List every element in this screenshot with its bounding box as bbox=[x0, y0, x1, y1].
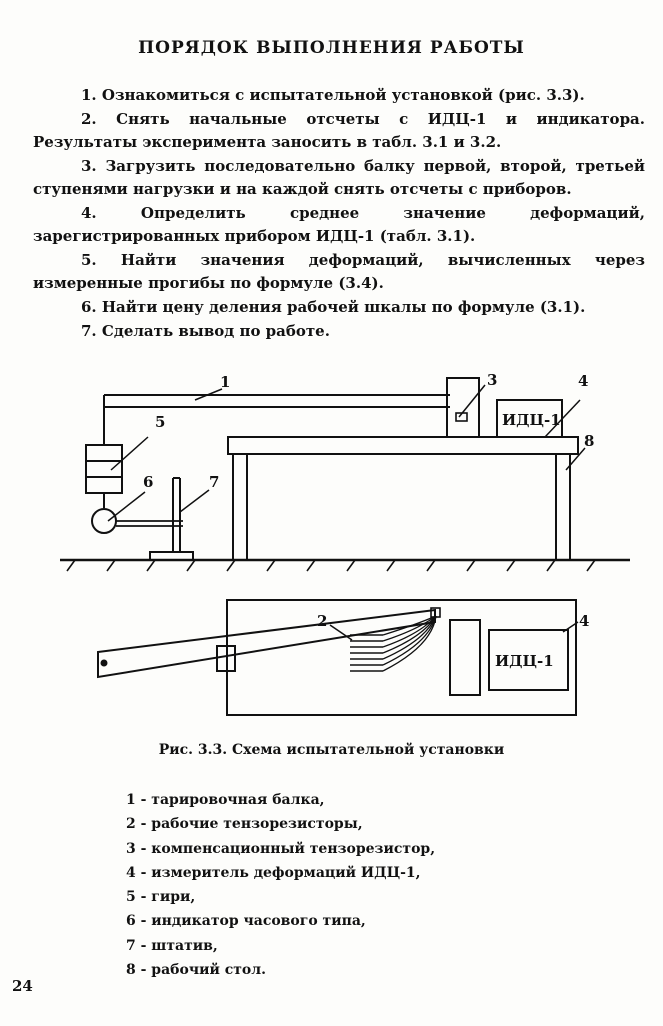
callout-4: 4 bbox=[578, 372, 588, 390]
side-view: ИДЦ-1 1 3 4 8 bbox=[60, 371, 630, 572]
callout-7: 7 bbox=[209, 473, 219, 491]
callout-4-plan: 4 bbox=[579, 612, 589, 630]
callout-2: 2 bbox=[317, 612, 327, 630]
beam-plan bbox=[97, 608, 436, 679]
calibration-beam bbox=[103, 394, 450, 445]
callout-5: 5 bbox=[155, 413, 165, 431]
figure-legend: 1 - тарировочная балка, 2 - рабочие тенз… bbox=[126, 788, 435, 982]
step-6: 6. Найти цену деления рабочей шкалы по ф… bbox=[81, 298, 586, 316]
work-table bbox=[227, 436, 579, 561]
leader-lines bbox=[107, 384, 586, 522]
callout-6: 6 bbox=[143, 473, 153, 491]
working-resistors bbox=[350, 634, 383, 672]
step-2: 2. Снять начальные отсчеты с ИДЦ-1 и инд… bbox=[33, 110, 645, 151]
legend-item-5: 5 - гири, bbox=[126, 889, 196, 906]
table-outline bbox=[226, 599, 577, 716]
callout-3: 3 bbox=[487, 371, 497, 389]
step-5: 5. Найти значения деформаций, вычисленны… bbox=[33, 251, 645, 292]
stand bbox=[149, 477, 194, 561]
legend-item-2: 2 - рабочие тензорезисторы, bbox=[126, 816, 363, 833]
floor-hatching bbox=[66, 559, 596, 572]
beam-clamp-pad bbox=[216, 645, 236, 672]
legend-item-7: 7 - штатив, bbox=[126, 937, 218, 954]
resistor-wires bbox=[382, 615, 437, 672]
page-title: ПОРЯДОК ВЫПОЛНЕНИЯ РАБОТЫ bbox=[138, 38, 525, 58]
procedure-steps: 1. Ознакомиться с испытательной установк… bbox=[33, 84, 645, 344]
idc1-device-plan bbox=[488, 629, 569, 691]
idc1-label-plan: ИДЦ-1 bbox=[495, 652, 554, 670]
step-1: 1. Ознакомиться с испытательной установк… bbox=[81, 86, 585, 104]
step-7: 7. Сделать вывод по работе. bbox=[81, 322, 330, 340]
clamp-block-plan bbox=[449, 619, 481, 696]
callout-8: 8 bbox=[584, 432, 594, 450]
idc1-label: ИДЦ-1 bbox=[502, 411, 561, 429]
page-number: 24 bbox=[12, 977, 33, 995]
callout-1: 1 bbox=[220, 373, 230, 391]
figure-caption: Рис. 3.3. Схема испытательной установки bbox=[158, 742, 505, 758]
clamp-block bbox=[446, 377, 480, 438]
dial-indicator bbox=[91, 508, 117, 534]
legend-item-3: 3 - компенсационный тензорезистор, bbox=[126, 840, 436, 857]
step-3: 3. Загрузить последовательно балку перво… bbox=[33, 157, 645, 198]
step-4: 4. Определить среднее значение деформаци… bbox=[33, 204, 645, 245]
legend-item-4: 4 - измеритель деформаций ИДЦ-1, bbox=[126, 864, 421, 881]
legend-item-1: 1 - тарировочная балка, bbox=[126, 792, 325, 808]
weights bbox=[85, 444, 123, 508]
plan-view: ИДЦ-1 2 4 bbox=[97, 599, 589, 716]
legend-item-6: 6 - индикатор часового типа, bbox=[126, 913, 366, 930]
legend-item-8: 8 - рабочий стол. bbox=[126, 962, 267, 979]
